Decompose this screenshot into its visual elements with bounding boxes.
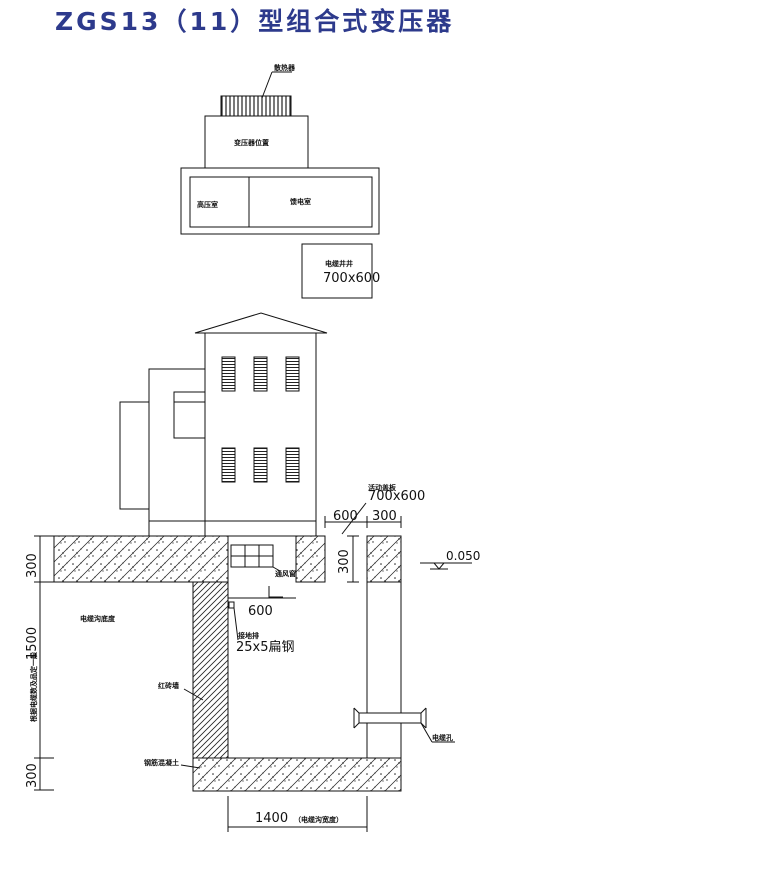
louver: [253, 356, 268, 392]
dim-1500: 1500: [25, 627, 40, 660]
ground-bar-label: 接地排: [238, 631, 259, 640]
brick-wall-label: 红砖墙: [158, 681, 179, 690]
cable-well-label: 电缆井井: [325, 259, 353, 268]
louver: [285, 356, 300, 392]
lv-room-label: 馈电室: [290, 197, 311, 206]
trench-depth-label: 电缆沟底度: [80, 614, 116, 623]
dim-600-inner: 600: [248, 604, 273, 619]
dim-300-left-bottom: 300: [25, 763, 40, 788]
vent-label: 通风窗: [275, 569, 296, 578]
dim-300-top: 300: [372, 509, 397, 524]
transformer-position-label: 变压器位置: [234, 138, 269, 147]
louver: [221, 447, 236, 483]
louver: [221, 356, 236, 392]
dim-1400-note: （电缆沟宽度）: [294, 815, 343, 824]
switchgear-inner: [189, 176, 373, 228]
louver: [285, 447, 300, 483]
page-title: ZGS13（11）型组合式变压器: [55, 7, 455, 36]
cover-plate-label: 活动盖板: [368, 483, 397, 492]
dim-1400: 1400: [255, 811, 288, 826]
switchgear-outer: [180, 167, 380, 235]
transformer-elevation: [119, 312, 328, 537]
brick-wall: [192, 581, 229, 759]
ground-bar-spec: 25x5扁钢: [236, 640, 295, 655]
right-wall: [366, 581, 402, 759]
transformer-position: [204, 115, 309, 169]
roof: [194, 312, 328, 334]
slab-mid: [295, 535, 326, 583]
radiator: [220, 95, 292, 117]
dim-600-top: 600: [333, 509, 358, 524]
louver: [253, 447, 268, 483]
dim-300-right: 300: [337, 549, 352, 574]
foundation-section: [53, 502, 455, 792]
slab-right: [366, 535, 402, 583]
dim-300-left-top: 300: [25, 553, 40, 578]
cable-well: [301, 243, 373, 299]
cable-well-size: 700x600: [323, 271, 380, 286]
hv-room-label: 高压室: [197, 200, 218, 209]
cable-hole-label: 电缆孔: [432, 733, 453, 742]
radiator-label: 散热器: [274, 63, 296, 72]
cable-pipe: [358, 712, 422, 724]
dimension-lines: [34, 516, 472, 832]
elevation-value: 0.050: [446, 549, 480, 563]
bottom-slab: [192, 757, 402, 792]
plan-view: [180, 71, 380, 299]
dim-1500-note: 根据电缆数及品定一般: [29, 652, 38, 722]
cover-plate-size: 700x600: [368, 489, 425, 504]
side-panel: [173, 391, 206, 439]
radiator-side: [119, 401, 150, 510]
concrete-label: 钢筋混凝土: [144, 758, 179, 767]
slab-left: [53, 535, 229, 583]
